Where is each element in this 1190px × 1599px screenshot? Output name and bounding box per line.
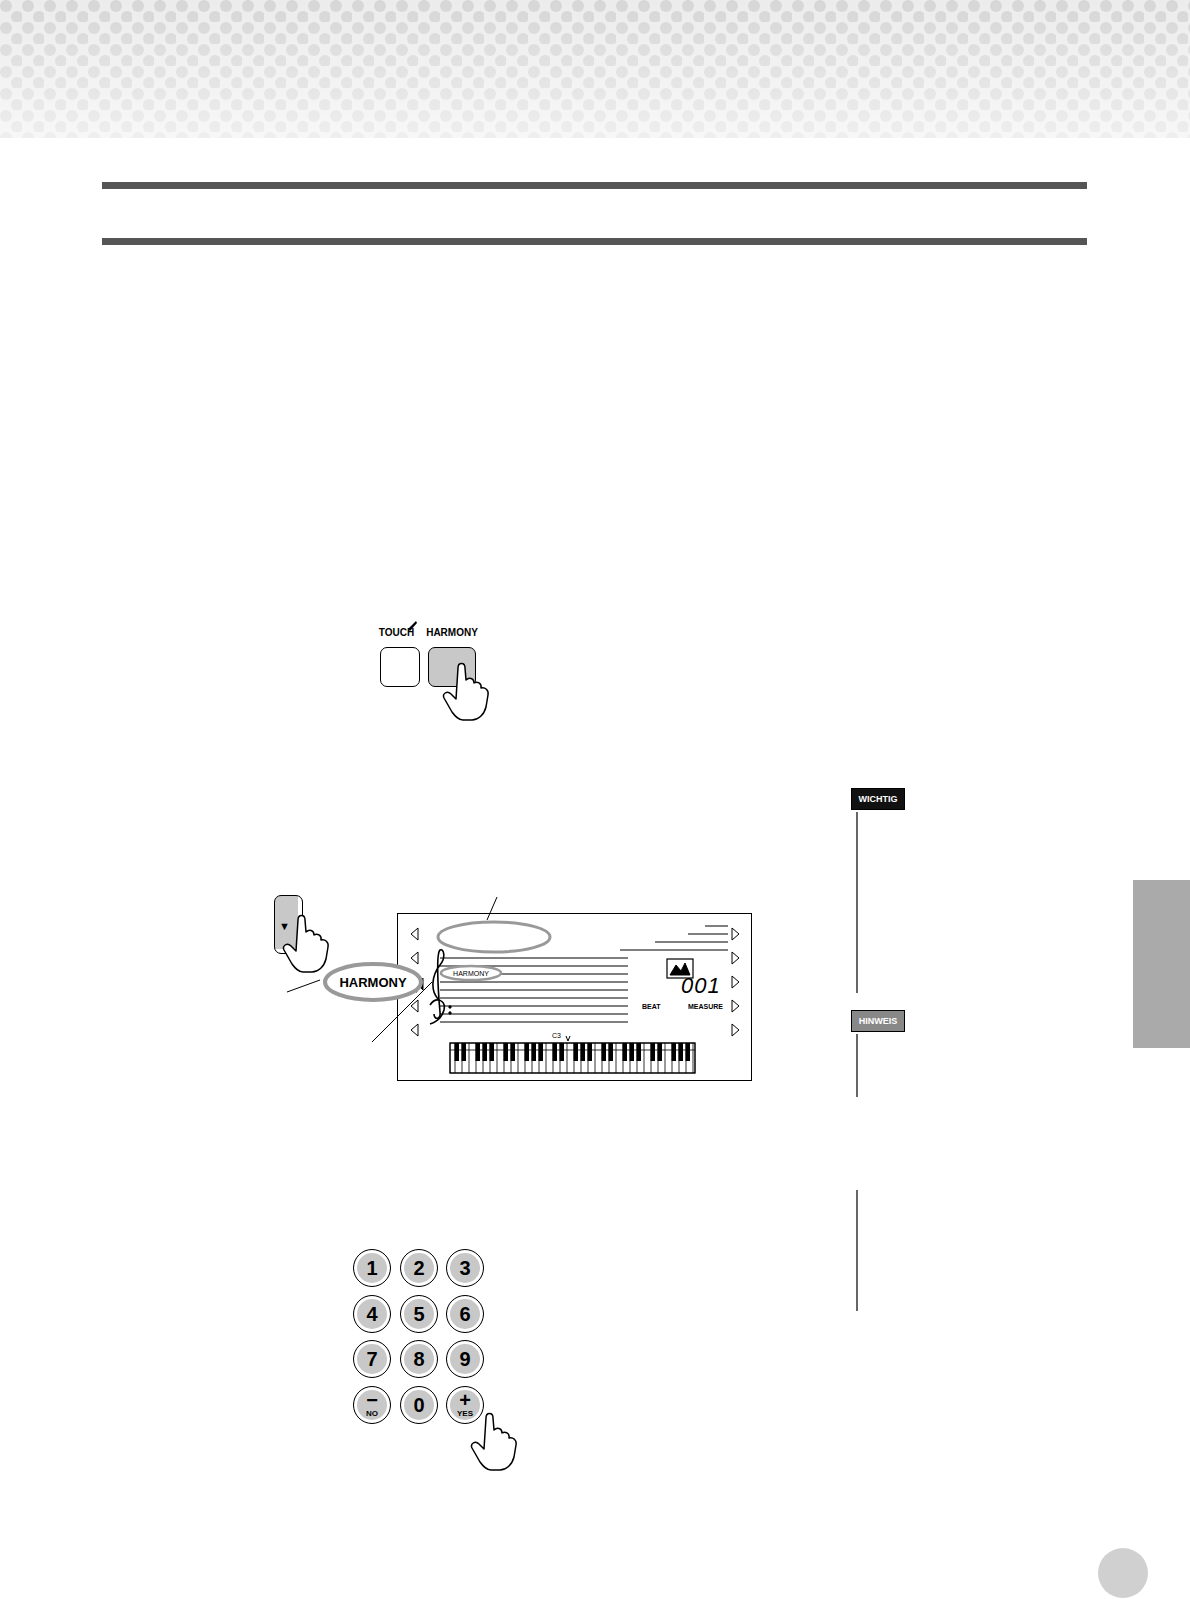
lcd-text: C3 — [552, 1032, 561, 1039]
side-tab — [1133, 880, 1190, 1048]
rule-top — [102, 182, 1087, 189]
key-label: 6 — [459, 1304, 470, 1324]
black-key — [637, 1043, 642, 1061]
measure-number: 001 — [681, 975, 721, 997]
black-key — [511, 1043, 516, 1061]
callout-oval — [438, 922, 550, 952]
button-label: HARMONY — [426, 627, 478, 638]
panel-button: HARMONY — [428, 647, 476, 687]
keypad-key: 1 — [353, 1249, 391, 1287]
key-label: 7 — [366, 1349, 377, 1369]
black-key — [686, 1043, 691, 1061]
note-tag: WICHTIG — [851, 788, 905, 810]
lcd-indicator: HARMONY — [453, 970, 489, 977]
tag-text: HINWEIS — [859, 1016, 898, 1026]
black-key — [532, 1043, 537, 1061]
black-key — [588, 1043, 593, 1061]
arrow-glyph: ▼ — [279, 920, 290, 932]
black-key — [525, 1043, 530, 1061]
key-label: NO — [366, 1410, 378, 1418]
lcd-display: 001BEAT MEASURE C3 HARMONY — [397, 913, 752, 1081]
key-label: 0 — [413, 1395, 424, 1415]
keypad-key: 5 — [400, 1295, 438, 1333]
keypad-key: −NO — [353, 1386, 391, 1424]
keypad-key: +YES — [446, 1386, 484, 1424]
key-label: YES — [457, 1410, 473, 1418]
black-key — [574, 1043, 579, 1061]
dot-band — [0, 0, 1190, 138]
key-label: 2 — [413, 1258, 424, 1278]
black-key — [476, 1043, 481, 1061]
black-key — [490, 1043, 495, 1061]
rule-bottom — [102, 238, 1087, 245]
black-key — [553, 1043, 558, 1061]
black-key — [679, 1043, 684, 1061]
black-key — [504, 1043, 509, 1061]
black-key — [462, 1043, 467, 1061]
oval-stroke — [441, 966, 501, 980]
key-label: 1 — [366, 1258, 377, 1278]
key-label: 4 — [366, 1304, 377, 1324]
keypad-key: 0 — [400, 1386, 438, 1424]
tag-text: WICHTIG — [859, 794, 898, 804]
callout-label: HARMONY — [439, 964, 503, 982]
key-label: + — [459, 1390, 471, 1410]
black-key — [539, 1043, 544, 1061]
dot-fade — [0, 0, 1190, 138]
callout-label: HARMONY — [323, 962, 423, 1002]
keypad-key: 4 — [353, 1295, 391, 1333]
note-tag: HINWEIS — [851, 1010, 905, 1032]
keypad-key: 6 — [446, 1295, 484, 1333]
note-line — [856, 1190, 857, 1311]
black-key — [658, 1043, 663, 1061]
key-label: 5 — [413, 1304, 424, 1324]
keypad-key: 9 — [446, 1340, 484, 1378]
black-key — [483, 1043, 488, 1061]
page-number-disc — [1098, 1548, 1148, 1598]
keypad-key: 7 — [353, 1340, 391, 1378]
black-key — [609, 1043, 614, 1061]
leader-line — [287, 980, 320, 992]
oval-stroke — [325, 964, 421, 1000]
panel-button: TOUCH — [380, 647, 420, 687]
leader-line — [487, 897, 497, 920]
button-label: TOUCH — [379, 627, 414, 638]
dot-pattern — [0, 0, 1190, 138]
lcd-text: BEAT — [642, 1003, 661, 1010]
keypad-key: 2 — [400, 1249, 438, 1287]
black-key — [455, 1043, 460, 1061]
panel-button: ▼ — [274, 895, 303, 954]
note-line — [856, 812, 857, 993]
black-key — [651, 1043, 656, 1061]
black-key — [581, 1043, 586, 1061]
pointing-hand — [472, 1414, 517, 1471]
black-key — [630, 1043, 635, 1061]
black-key — [623, 1043, 628, 1061]
key-label: 9 — [459, 1349, 470, 1369]
keypad-key: 8 — [400, 1340, 438, 1378]
black-key — [672, 1043, 677, 1061]
note-line — [856, 1034, 857, 1097]
lcd-black-keys — [455, 1043, 691, 1061]
key-label: − — [366, 1390, 378, 1410]
black-key — [602, 1043, 607, 1061]
callout-text: HARMONY — [339, 975, 406, 990]
black-key — [560, 1043, 565, 1061]
lcd-text: MEASURE — [688, 1003, 723, 1010]
key-label: 8 — [413, 1349, 424, 1369]
key-label: 3 — [459, 1258, 470, 1278]
keypad-key: 3 — [446, 1249, 484, 1287]
